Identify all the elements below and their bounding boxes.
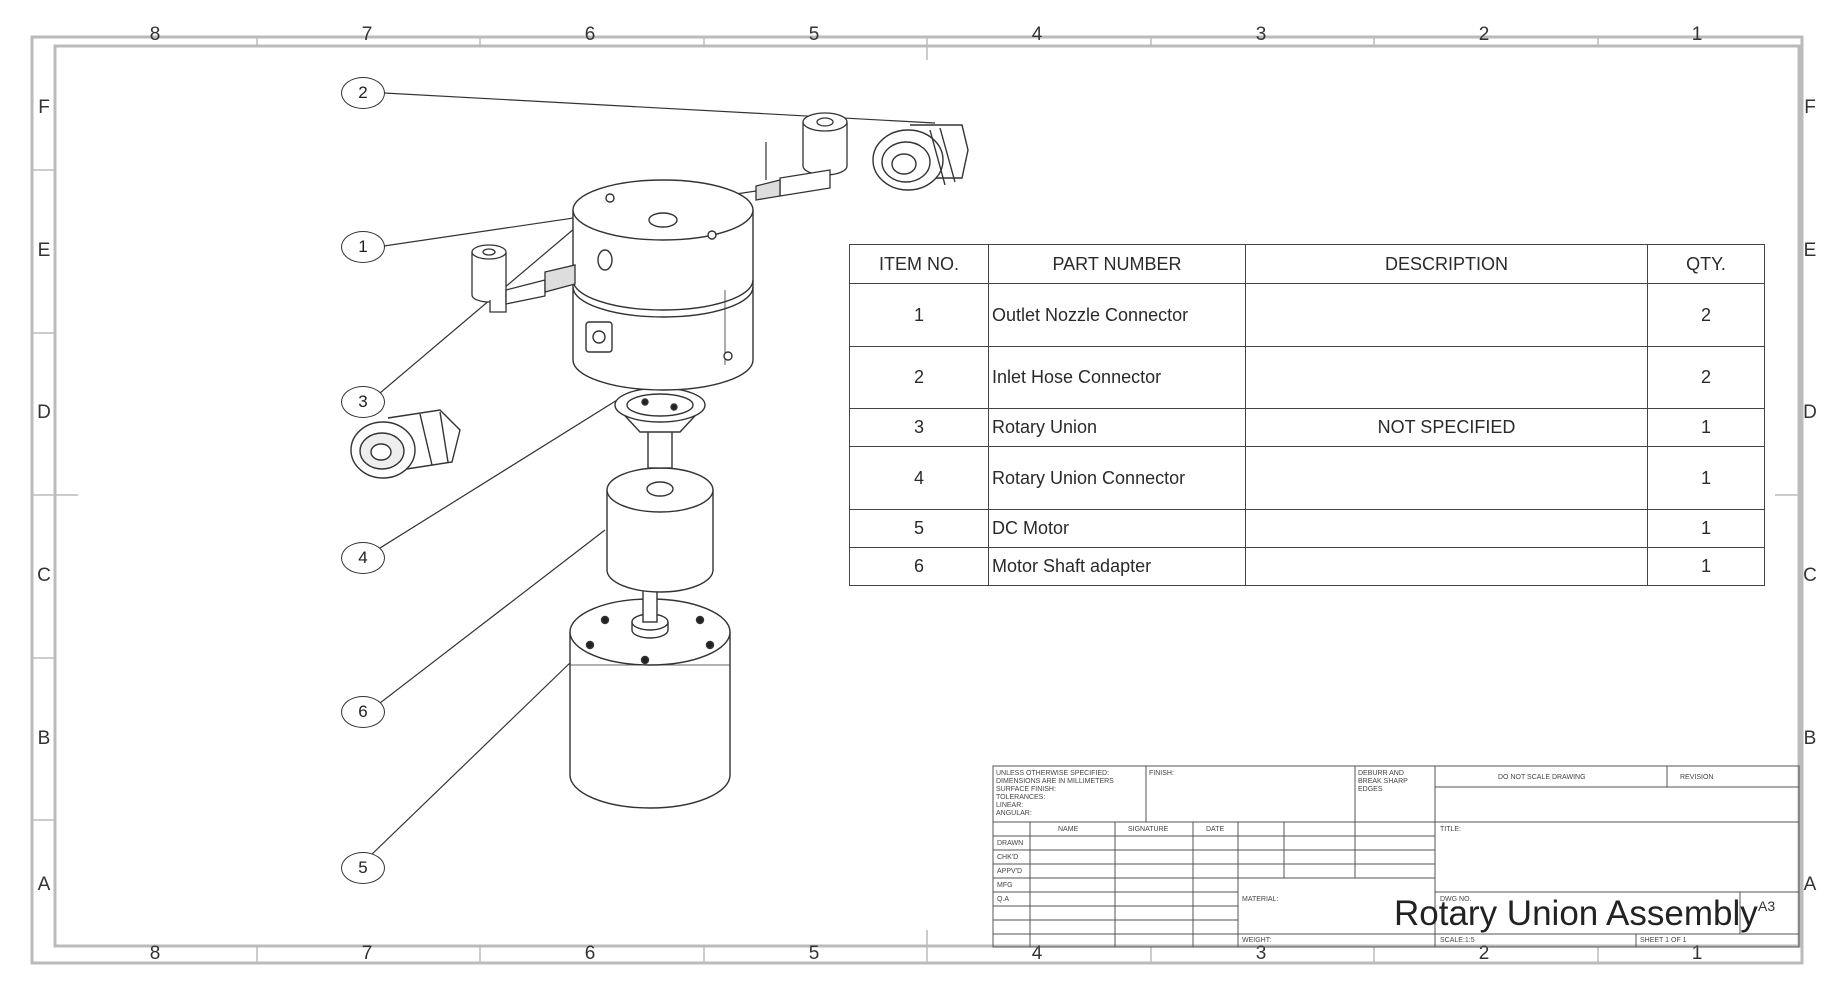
zone-row-label: A — [1803, 874, 1817, 895]
bom-header-item-no: ITEM NO. — [849, 244, 989, 284]
bom-description — [1245, 346, 1648, 409]
part-inlet-fitting-left — [471, 244, 576, 313]
balloon-item-2: 2 — [341, 77, 385, 109]
balloon-item-6: 6 — [341, 696, 385, 728]
material-label: MATERIAL: — [1242, 896, 1279, 903]
zone-row-label: F — [38, 97, 50, 118]
deburr-note: DEBURR AND BREAK SHARP EDGES — [1358, 770, 1408, 793]
scale-label: SCALE:1:5 — [1440, 937, 1475, 944]
dwg-no-label: DWG NO. — [1440, 896, 1472, 903]
zone-row-label: F — [1804, 97, 1816, 118]
bom-qty: 1 — [1647, 446, 1765, 510]
bom-item-no: 4 — [849, 446, 989, 510]
bom-description — [1245, 509, 1648, 548]
balloon-item-3: 3 — [341, 386, 385, 418]
outer-border — [30, 35, 1804, 965]
zone-col-label: 7 — [361, 943, 373, 964]
part-outlet-fitting-top — [755, 112, 848, 201]
balloon-item-5: 5 — [341, 852, 385, 884]
bom-part-number: Rotary Union Connector — [988, 446, 1246, 510]
part-inlet-hose-connector-left — [350, 409, 461, 479]
zone-col-label: 5 — [808, 24, 820, 45]
table-row: 4 Rotary Union Connector 1 — [849, 446, 1765, 510]
finish-label: FINISH: — [1149, 770, 1174, 777]
zone-col-label: 1 — [1691, 24, 1703, 45]
zone-col-label: 8 — [149, 24, 161, 45]
zone-row-label: D — [1803, 402, 1817, 423]
bom-header-description: DESCRIPTION — [1245, 244, 1648, 284]
bom-part-number: Inlet Hose Connector — [988, 346, 1246, 409]
bom-item-no: 1 — [849, 283, 989, 347]
part-rotary-union — [572, 179, 754, 391]
table-row: 1 Outlet Nozzle Connector 2 — [849, 283, 1765, 347]
role-drawn: DRAWN — [997, 840, 1024, 847]
table-row: 5 DC Motor 1 — [849, 509, 1765, 548]
part-rotary-union-connector — [614, 387, 706, 469]
signature-header: SIGNATURE — [1128, 826, 1169, 833]
table-row: 2 Inlet Hose Connector 2 — [849, 346, 1765, 409]
bom-part-number: Motor Shaft adapter — [988, 547, 1246, 586]
zone-row-label: B — [1803, 728, 1817, 749]
part-inlet-hose-connector-right — [872, 124, 969, 191]
name-header: NAME — [1058, 826, 1079, 833]
zone-row-label: E — [37, 240, 51, 261]
zone-row-label: A — [37, 874, 51, 895]
zone-row-label: E — [1803, 240, 1817, 261]
bom-item-no: 2 — [849, 346, 989, 409]
zone-col-label: 3 — [1255, 943, 1267, 964]
bom-item-no: 6 — [849, 547, 989, 586]
sheet-label: SHEET 1 OF 1 — [1640, 937, 1687, 944]
table-row: 6 Motor Shaft adapter 1 — [849, 547, 1765, 586]
role-checked: CHK'D — [997, 854, 1019, 861]
zone-col-label: 6 — [584, 943, 596, 964]
role-approved: APPV'D — [997, 868, 1023, 875]
zone-row-label: B — [37, 728, 51, 749]
zone-col-label: 7 — [361, 24, 373, 45]
zone-col-label: 2 — [1478, 24, 1490, 45]
weight-label: WEIGHT: — [1242, 937, 1272, 944]
balloon-item-1: 1 — [341, 231, 385, 263]
role-mfg: MFG — [997, 882, 1013, 889]
zone-col-label: 6 — [584, 24, 596, 45]
zone-col-label: 5 — [808, 943, 820, 964]
zone-col-label: 4 — [1031, 24, 1043, 45]
zone-col-label: 1 — [1691, 943, 1703, 964]
bom-description — [1245, 283, 1648, 347]
zone-ticks — [32, 37, 1802, 963]
bom-header-qty: QTY. — [1647, 244, 1765, 284]
tolerance-notes: UNLESS OTHERWISE SPECIFIED: DIMENSIONS A… — [996, 770, 1114, 817]
bom-header-row: ITEM NO. PART NUMBER DESCRIPTION QTY. — [849, 244, 1765, 284]
zone-col-label: 2 — [1478, 943, 1490, 964]
title-label: TITLE: — [1440, 826, 1462, 833]
date-header: DATE — [1206, 826, 1225, 833]
bom-qty: 2 — [1647, 346, 1765, 409]
sheet-size: A3 — [1758, 898, 1776, 914]
zone-row-label: C — [1803, 565, 1817, 586]
bom-header-part-number: PART NUMBER — [988, 244, 1246, 284]
balloon-item-4: 4 — [341, 542, 385, 574]
bom-description — [1245, 547, 1648, 586]
bom-item-no: 5 — [849, 509, 989, 548]
drawing-title: Rotary Union Assembly — [1394, 894, 1758, 933]
bom-item-no: 3 — [849, 408, 989, 447]
zone-col-label: 8 — [149, 943, 161, 964]
bom-qty: 1 — [1647, 547, 1765, 586]
bom-part-number: Rotary Union — [988, 408, 1246, 447]
do-not-scale-note: DO NOT SCALE DRAWING — [1498, 774, 1586, 781]
zone-row-label: D — [37, 402, 51, 423]
bill-of-materials-table: ITEM NO. PART NUMBER DESCRIPTION QTY. 1 … — [849, 244, 1765, 586]
part-dc-motor — [569, 579, 731, 809]
zone-row-label: C — [37, 565, 51, 586]
zone-col-label: 3 — [1255, 24, 1267, 45]
part-motor-shaft-adapter — [606, 467, 714, 593]
role-qa: Q.A — [997, 896, 1010, 903]
zone-col-label: 4 — [1031, 943, 1043, 964]
revision-label: REVISION — [1680, 774, 1714, 781]
bom-part-number: DC Motor — [988, 509, 1246, 548]
bom-qty: 2 — [1647, 283, 1765, 347]
bom-part-number: Outlet Nozzle Connector — [988, 283, 1246, 347]
